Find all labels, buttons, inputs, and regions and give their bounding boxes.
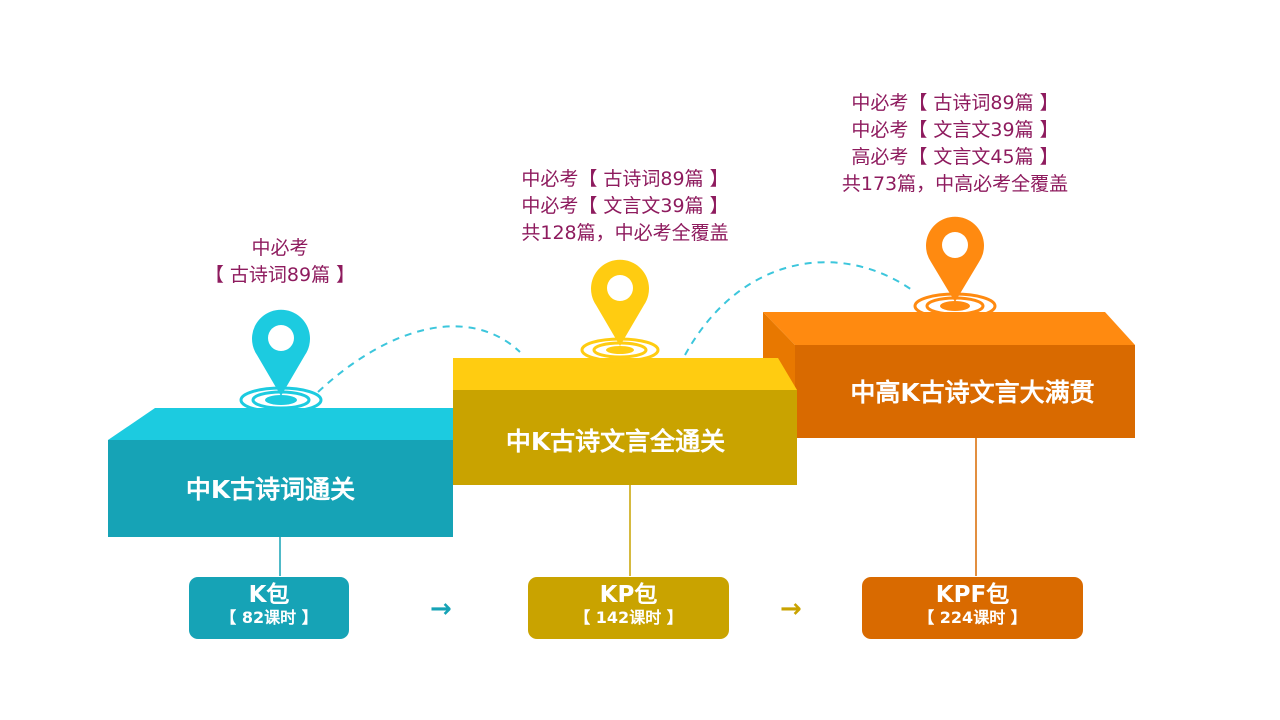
package-hours: 【 224课时 】 <box>918 608 1027 627</box>
package-kpf-button[interactable]: KPF包 【 224课时 】 <box>862 577 1083 639</box>
location-pin-icon <box>913 216 997 320</box>
note-line: 高必考【 文言文45篇 】 <box>851 146 1059 168</box>
package-kp-button[interactable]: KP包 【 142课时 】 <box>528 577 729 639</box>
block-3 <box>763 312 1135 438</box>
note-line: 中必考【 古诗词89篇 】 <box>851 92 1059 114</box>
arrow-right-icon: → <box>430 594 452 624</box>
note-line: 中必考【 文言文39篇 】 <box>521 195 729 217</box>
dashed-connector-2 <box>684 261 913 356</box>
note-line: 中必考 <box>251 237 309 259</box>
package-name: KP包 <box>599 582 658 608</box>
step-1-notes: 中必考 【 古诗词89篇 】 <box>180 235 380 289</box>
note-line: 中必考【 古诗词89篇 】 <box>521 168 729 190</box>
note-line: 【 古诗词89篇 】 <box>204 264 356 286</box>
package-name: KPF包 <box>935 582 1010 608</box>
package-name: K包 <box>248 582 290 608</box>
block-2-title: 中K古诗文言全通关 <box>505 427 726 456</box>
package-k-button[interactable]: K包 【 82课时 】 <box>189 577 349 639</box>
block-3-title: 中高K古诗文言大满贯 <box>850 378 1095 407</box>
location-pin-icon <box>239 309 323 414</box>
package-hours: 【 82课时 】 <box>220 608 318 627</box>
block-1 <box>108 408 453 537</box>
note-line: 中必考【 文言文39篇 】 <box>851 119 1059 141</box>
block-1-title: 中K古诗词通关 <box>185 475 356 504</box>
note-line: 共128篇，中必考全覆盖 <box>521 222 729 244</box>
block-2 <box>453 358 797 485</box>
note-line: 共173篇，中高必考全覆盖 <box>841 173 1069 195</box>
step-3-notes: 中必考【 古诗词89篇 】 中必考【 文言文39篇 】 高必考【 文言文45篇 … <box>800 90 1110 198</box>
step-2-notes: 中必考【 古诗词89篇 】 中必考【 文言文39篇 】 共128篇，中必考全覆盖 <box>480 166 770 247</box>
arrow-right-icon: → <box>780 594 802 624</box>
location-pin-icon <box>580 259 660 363</box>
package-hours: 【 142课时 】 <box>574 608 683 627</box>
